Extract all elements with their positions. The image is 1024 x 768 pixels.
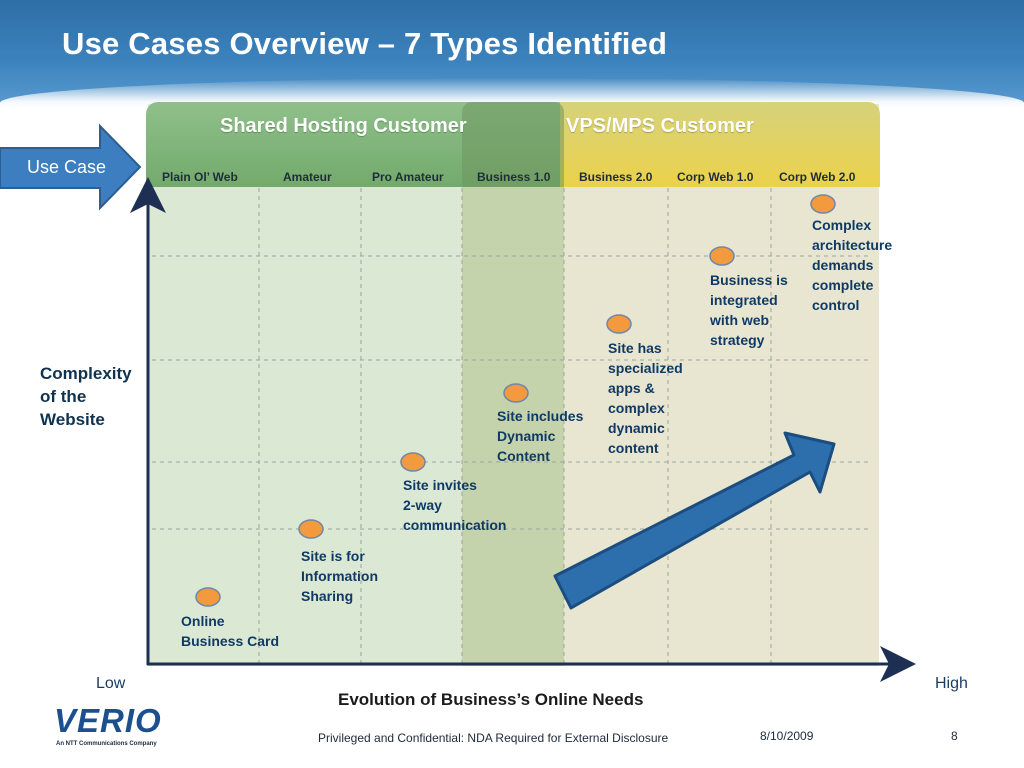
shared-hosting-label: Shared Hosting Customer <box>220 115 467 137</box>
x-axis-title: Evolution of Business’s Online Needs <box>338 690 644 709</box>
x-axis-low-label: Low <box>96 675 126 692</box>
slide-title: Use Cases Overview – 7 Types Identified <box>62 26 668 61</box>
confidentiality-note: Privileged and Confidential: NDA Require… <box>318 731 669 745</box>
node-complex-architecture-marker <box>810 194 836 214</box>
node-online-business-card-marker <box>195 587 221 607</box>
vps-mps-label: VPS/MPS Customer <box>566 115 754 137</box>
column-label-pro-amateur: Pro Amateur <box>372 170 444 184</box>
x-axis-high-label: High <box>935 675 968 692</box>
column-label-business-2: Business 2.0 <box>579 170 653 184</box>
use-case-label: Use Case <box>27 157 107 177</box>
column-label-corp-web-2: Corp Web 2.0 <box>779 170 856 184</box>
horizontal-gridlines <box>152 255 872 530</box>
verio-logo-tagline: An NTT Communications Company <box>56 741 157 747</box>
overlap-banner <box>462 102 564 187</box>
use-case-arrow-shape <box>0 123 142 211</box>
trend-arrow <box>553 431 836 610</box>
column-label-business-1: Business 1.0 <box>477 170 551 184</box>
node-information-sharing-marker <box>298 519 324 539</box>
column-label-plain-ol-web: Plain Ol’ Web <box>162 170 238 184</box>
verio-logo: VERIO <box>54 702 162 739</box>
column-label-corp-web-1: Corp Web 1.0 <box>677 170 754 184</box>
node-dynamic-content-marker <box>503 383 529 403</box>
node-specialized-apps-marker <box>606 314 632 334</box>
footer-date: 8/10/2009 <box>760 729 814 743</box>
y-axis-title: Complexity of the Website <box>40 364 132 429</box>
node-two-way-communication-marker <box>400 452 426 472</box>
vps-banner <box>560 102 880 187</box>
page-number: 8 <box>951 729 958 743</box>
column-label-amateur: Amateur <box>283 170 332 184</box>
node-business-integrated-marker <box>709 246 735 266</box>
